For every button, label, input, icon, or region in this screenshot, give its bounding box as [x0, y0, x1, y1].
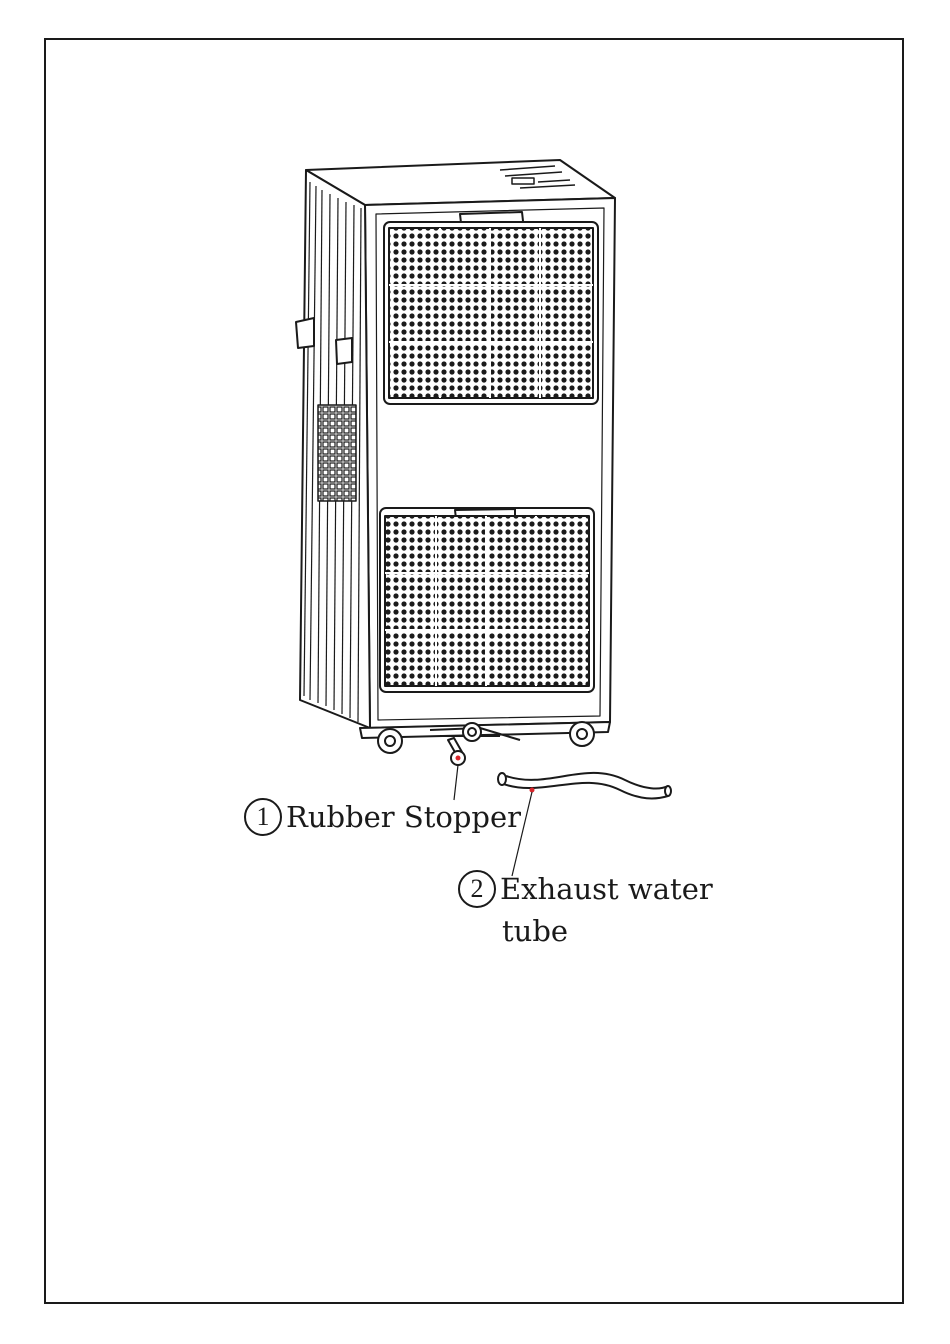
- side-grille: [318, 405, 356, 501]
- rubber-stopper-icon: [448, 738, 465, 765]
- callout-number-1: 1: [244, 798, 282, 836]
- callout-label-exhaust-line1: Exhaust water: [500, 872, 713, 906]
- callout-label-rubber-stopper: Rubber Stopper: [286, 800, 521, 834]
- callout-label-exhaust-line2: tube: [458, 910, 713, 952]
- callout-number-2: 2: [458, 870, 496, 908]
- exhaust-water-tube-icon: [498, 773, 671, 799]
